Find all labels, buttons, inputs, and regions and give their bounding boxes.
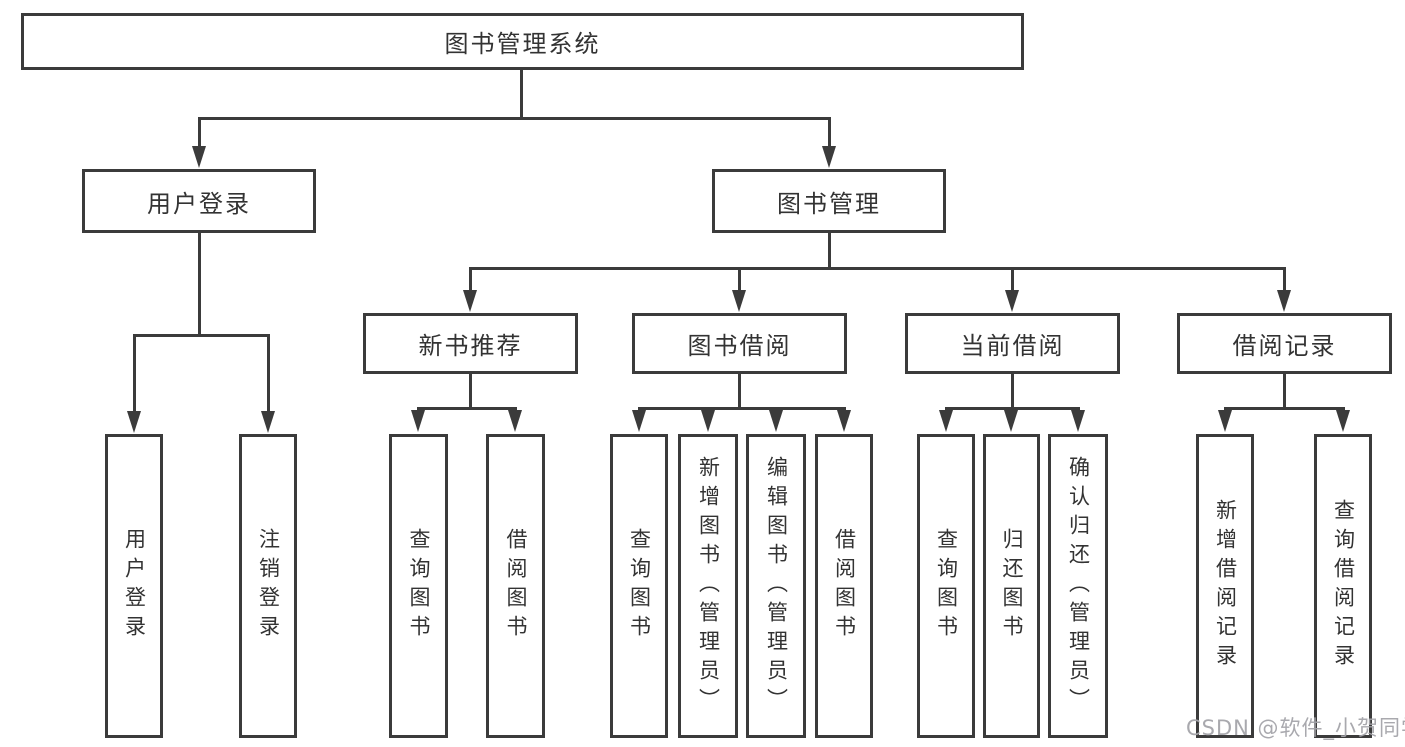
arrow-down-icon [463, 290, 477, 312]
arrow-down-icon [1071, 410, 1085, 432]
connector-line [469, 267, 1286, 270]
connector-line [469, 267, 472, 295]
arrow-down-icon [127, 411, 141, 433]
leaf-query-books-borrow: 查询图书 [610, 434, 668, 738]
watermark: CSDN @软件_小贺同学 [1186, 716, 1405, 740]
leaf-label: 借阅图书 [504, 528, 528, 644]
connector-line [1224, 407, 1345, 410]
connector-line [1011, 374, 1014, 410]
leaf-borrow-books-recommend: 借阅图书 [486, 434, 545, 738]
leaf-query-borrow-record: 查询借阅记录 [1314, 434, 1372, 738]
leaf-label: 新增图书（管理员） [696, 455, 721, 717]
node-user-login: 用户登录 [82, 169, 316, 233]
node-book-management: 图书管理 [712, 169, 946, 233]
arrow-down-icon [632, 410, 646, 432]
arrow-down-icon [411, 410, 425, 432]
connector-line [133, 334, 270, 337]
leaf-label: 注销登录 [256, 528, 281, 644]
node-label: 借阅记录 [1232, 332, 1337, 360]
connector-line [520, 70, 523, 119]
node-label: 用户登录 [147, 189, 251, 218]
arrow-down-icon [1004, 410, 1018, 432]
arrow-down-icon [192, 146, 206, 168]
node-label: 图书借阅 [687, 332, 792, 360]
connector-line [267, 334, 270, 416]
leaf-query-books-current: 查询图书 [917, 434, 975, 738]
leaf-label: 归还图书 [1000, 528, 1024, 644]
leaf-label: 用户登录 [122, 528, 147, 644]
leaf-confirm-return-admin: 确认归还（管理员） [1048, 434, 1108, 738]
leaf-edit-books-admin: 编辑图书（管理员） [746, 434, 806, 738]
leaf-label: 查询图书 [407, 528, 431, 644]
leaf-label: 新增借阅记录 [1213, 499, 1238, 673]
arrow-down-icon [732, 290, 746, 312]
arrow-down-icon [701, 410, 715, 432]
connector-line [1011, 267, 1014, 295]
arrow-down-icon [1005, 290, 1019, 312]
connector-line [738, 267, 741, 295]
leaf-return-books: 归还图书 [983, 434, 1040, 738]
leaf-label: 编辑图书（管理员） [764, 455, 789, 717]
leaf-label: 借阅图书 [832, 528, 857, 644]
connector-line [198, 233, 201, 337]
connector-line [1283, 267, 1286, 295]
arrow-down-icon [769, 410, 783, 432]
connector-line [828, 233, 831, 270]
leaf-add-books-admin: 新增图书（管理员） [678, 434, 738, 738]
leaf-user-login: 用户登录 [105, 434, 163, 738]
arrow-down-icon [837, 410, 851, 432]
connector-line [638, 407, 846, 410]
arrow-down-icon [822, 146, 836, 168]
connector-line [738, 374, 741, 410]
arrow-down-icon [939, 410, 953, 432]
leaf-label: 查询图书 [627, 528, 652, 644]
connector-line [198, 117, 201, 151]
leaf-query-books-recommend: 查询图书 [389, 434, 448, 738]
leaf-borrow-books: 借阅图书 [815, 434, 873, 738]
arrow-down-icon [1336, 410, 1350, 432]
node-label: 新书推荐 [418, 332, 523, 360]
connector-line [198, 117, 831, 120]
connector-line [469, 374, 472, 410]
arrow-down-icon [261, 411, 275, 433]
node-book-borrowing: 图书借阅 [632, 313, 847, 374]
node-label: 图书管理 [777, 189, 881, 218]
leaf-logout: 注销登录 [239, 434, 297, 738]
connector-line [1283, 374, 1286, 410]
arrow-down-icon [508, 410, 522, 432]
node-borrowing-records: 借阅记录 [1177, 313, 1392, 374]
node-current-borrowing: 当前借阅 [905, 313, 1120, 374]
node-label: 当前借阅 [960, 332, 1065, 360]
leaf-add-borrow-record: 新增借阅记录 [1196, 434, 1254, 738]
node-new-book-recommendation: 新书推荐 [363, 313, 578, 374]
leaf-label: 查询图书 [934, 528, 959, 644]
leaf-label: 查询借阅记录 [1331, 499, 1356, 673]
arrow-down-icon [1277, 290, 1291, 312]
node-label: 图书管理系统 [444, 30, 601, 58]
connector-line [133, 334, 136, 416]
node-library-management-system: 图书管理系统 [21, 13, 1024, 70]
connector-line [417, 407, 517, 410]
leaf-label: 确认归还（管理员） [1066, 455, 1091, 717]
arrow-down-icon [1218, 410, 1232, 432]
connector-line [828, 117, 831, 151]
